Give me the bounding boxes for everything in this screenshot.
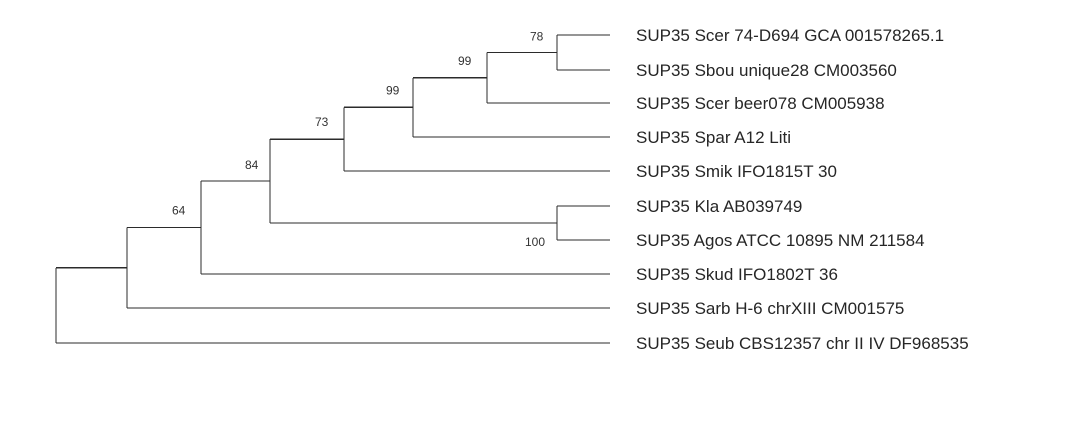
taxon-label-agos-atcc10895: SUP35 Agos ATCC 10895 NM 211584	[636, 231, 925, 250]
bootstrap-scer-sbou: 78	[530, 30, 544, 44]
taxon-label-spar-a12: SUP35 Spar A12 Liti	[636, 128, 791, 147]
taxon-label-skud-ifo1802t: SUP35 Skud IFO1802T 36	[636, 265, 838, 284]
taxon-label-scer-74-d694: SUP35 Scer 74-D694 GCA 001578265.1	[636, 26, 944, 45]
tree-branches	[55, 34, 610, 344]
bootstrap-with-sarb: 64	[172, 204, 186, 218]
bootstrap-with-smik: 73	[315, 115, 329, 129]
taxon-label-kla-ab039749: SUP35 Kla AB039749	[636, 197, 802, 216]
taxon-label-smik-ifo1815t: SUP35 Smik IFO1815T 30	[636, 162, 837, 181]
bootstrap-with-spar: 99	[386, 83, 400, 97]
taxon-label-sarb-h6: SUP35 Sarb H-6 chrXIII CM001575	[636, 299, 904, 318]
bootstrap-with-kla-agos: 84	[245, 158, 259, 172]
bootstrap-kla-agos: 100	[525, 235, 545, 249]
bootstrap-labels: 78 99 99 73 84 100 64	[172, 30, 545, 250]
bootstrap-scer-group: 99	[458, 54, 472, 68]
taxon-label-sbou-unique28: SUP35 Sbou unique28 CM003560	[636, 61, 897, 80]
taxon-label-seub-cbs12357: SUP35 Seub CBS12357 chr II IV DF968535	[636, 334, 969, 353]
taxon-labels: SUP35 Scer 74-D694 GCA 001578265.1 SUP35…	[636, 26, 969, 353]
taxon-label-scer-beer078: SUP35 Scer beer078 CM005938	[636, 94, 885, 113]
